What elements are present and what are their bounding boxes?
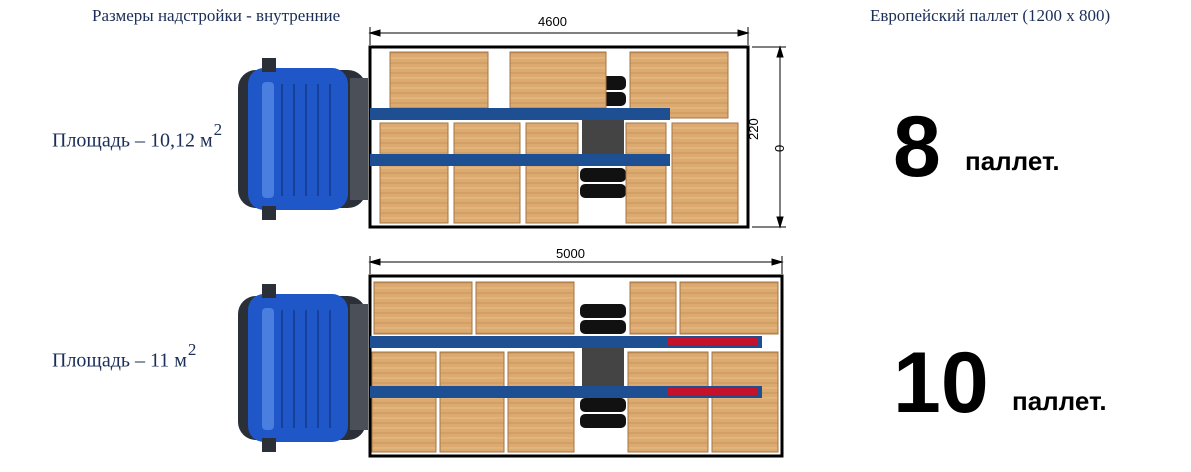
length-dim-1: 4600 <box>538 14 567 29</box>
rear-wheels-2 <box>580 304 626 428</box>
truck-cab-1 <box>238 58 368 220</box>
area-label-1-text: Площадь – 10,12 м <box>52 129 213 152</box>
header-right-title: Европейский паллет (1200 х 800) <box>870 6 1111 25</box>
length-dimension-line-1 <box>368 27 750 45</box>
pallet-count-2: 10 <box>893 335 989 431</box>
pallet-word-1: паллет. <box>965 146 1060 176</box>
header-left-title: Размеры надстройки - внутренние <box>92 6 341 25</box>
pallets-row-bottom-2 <box>371 351 779 453</box>
length-dimension-line-2 <box>368 256 784 274</box>
area-label-1: Площадь – 10,12 м2 <box>52 120 222 153</box>
area-label-2-text: Площадь – 11 м <box>52 349 187 372</box>
frame-rails-2 <box>370 336 762 398</box>
pallets-row-bottom-1 <box>379 122 739 224</box>
truck-cab-2 <box>238 284 368 452</box>
area-label-2: Площадь – 11 м2 <box>52 340 196 373</box>
frame-rails-1 <box>370 108 670 166</box>
pallet-word-2: паллет. <box>1012 386 1107 416</box>
length-dim-2: 5000 <box>556 246 585 261</box>
pallets-row-top-1 <box>389 51 729 119</box>
pallets-row-top-2 <box>373 281 779 335</box>
area-label-1-exp: 2 <box>213 120 223 139</box>
width-dimension-line-1 <box>752 45 786 229</box>
pallet-count-1: 8 <box>893 99 941 195</box>
area-label-2-exp: 2 <box>187 340 197 359</box>
rear-wheels-1 <box>580 76 626 198</box>
